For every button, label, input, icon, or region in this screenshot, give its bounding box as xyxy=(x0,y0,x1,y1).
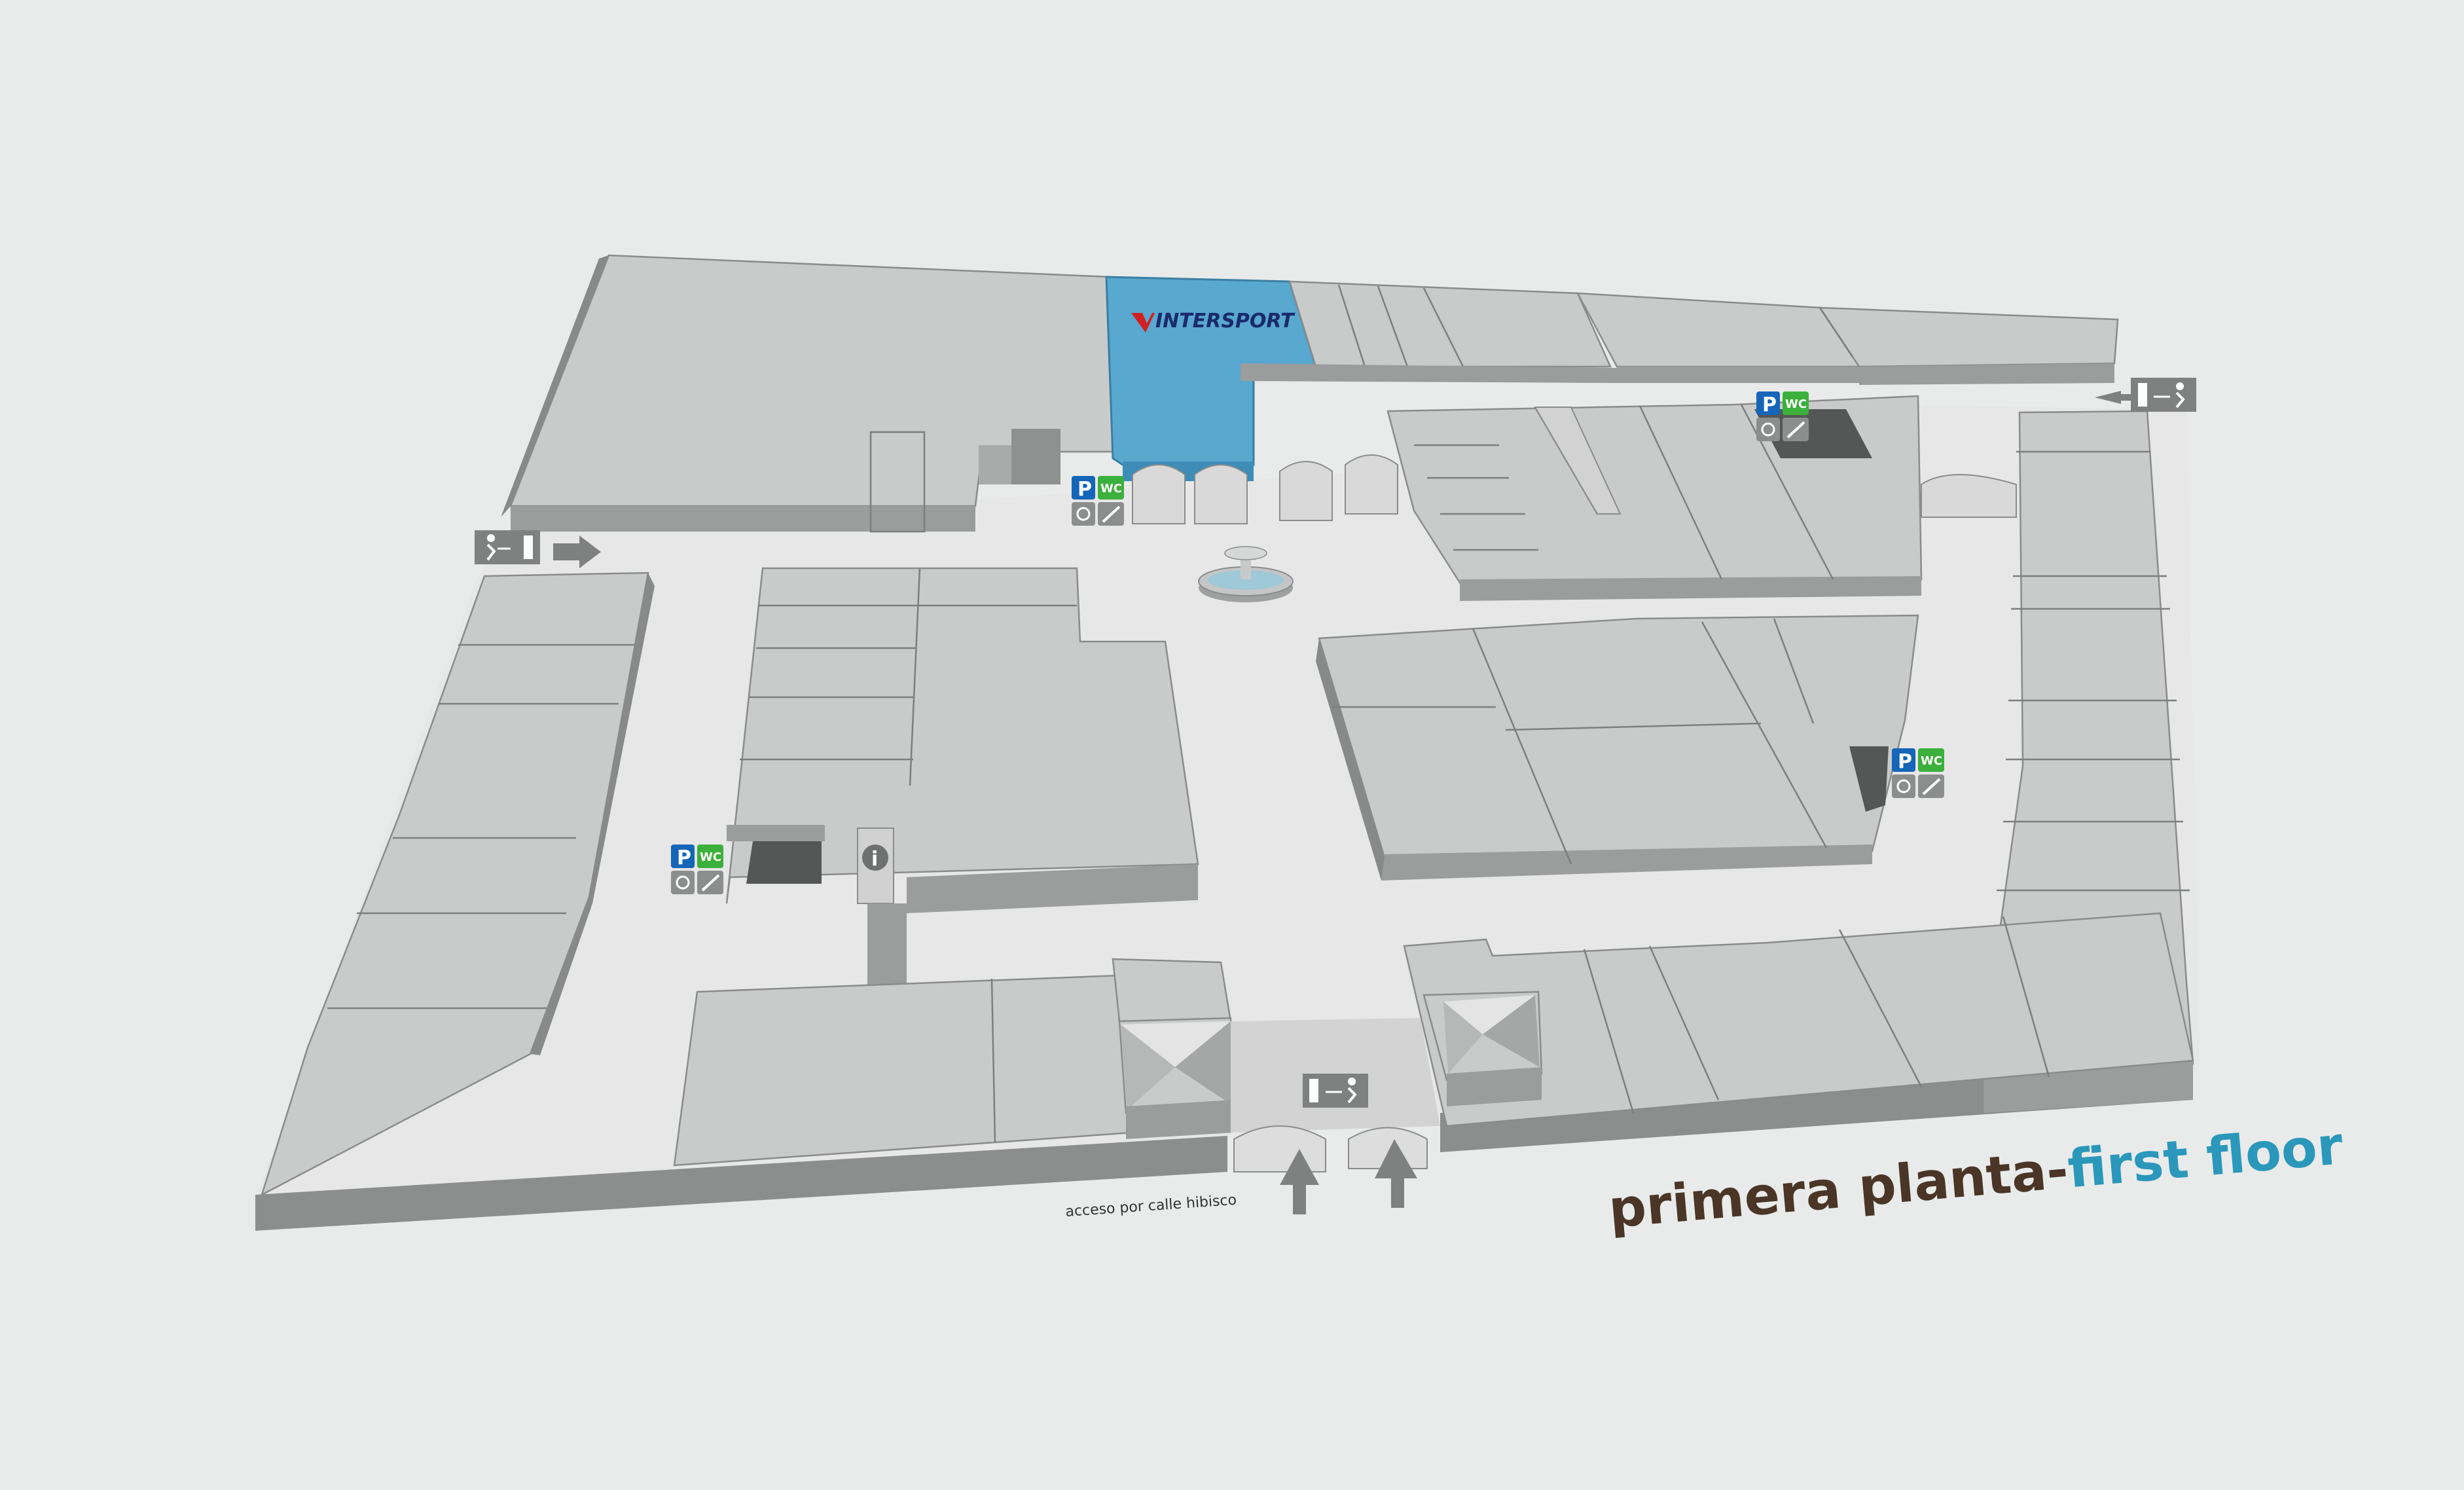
services-cluster-north-east[interactable]: P WC xyxy=(1756,391,1809,441)
block-west-strip xyxy=(260,572,655,1197)
svg-text:P: P xyxy=(677,846,691,869)
accessible-icon xyxy=(1072,502,1095,526)
services-cluster-east[interactable]: P WC xyxy=(1892,748,1944,798)
shops-north-row xyxy=(1241,280,2119,385)
arrow-icon xyxy=(1375,1139,1417,1208)
floor-title-en: first floor xyxy=(2065,1115,2346,1199)
access-label: acceso por calle hibisco xyxy=(1065,1192,1237,1220)
info-point-icon[interactable]: i xyxy=(862,845,888,871)
arrow-icon xyxy=(553,536,601,568)
wc-icon xyxy=(1783,391,1809,415)
block-center-east xyxy=(1316,614,1919,881)
fountain-icon xyxy=(1198,546,1294,602)
parking-icon xyxy=(1892,748,1915,772)
intersport-label: INTERSPORT xyxy=(1155,310,1295,333)
svg-text:WC: WC xyxy=(1100,482,1122,496)
svg-text:P: P xyxy=(1762,393,1777,416)
services-cluster-west[interactable]: P WC xyxy=(671,845,723,894)
svg-text:i: i xyxy=(871,848,878,871)
block-center-north-east xyxy=(1386,395,1923,601)
exit-south[interactable] xyxy=(1280,1074,1417,1214)
accessible-icon xyxy=(1892,774,1915,798)
services-cluster-north[interactable]: P WC xyxy=(1072,476,1124,526)
parking-icon xyxy=(671,845,695,868)
arcade-north xyxy=(1132,454,2017,524)
svg-text:WC: WC xyxy=(1921,754,1942,768)
parking-icon xyxy=(1072,476,1095,500)
block-center-west xyxy=(725,567,1199,989)
parking-icon xyxy=(1756,391,1780,415)
floor-title-es: primera planta- xyxy=(1606,1139,2071,1240)
wc-icon xyxy=(1098,476,1124,500)
svg-text:P: P xyxy=(1078,478,1092,501)
block-east-strip xyxy=(1982,410,2194,1113)
block-south-row xyxy=(673,912,2194,1167)
wc-icon xyxy=(697,845,723,868)
arrow-icon xyxy=(1280,1149,1319,1214)
svg-text:WC: WC xyxy=(700,850,721,864)
exit-north-east[interactable] xyxy=(2095,378,2196,412)
exit-west[interactable] xyxy=(475,530,601,568)
floor-title: primera planta-first floor xyxy=(1606,1115,2346,1240)
accessible-icon xyxy=(671,871,695,894)
svg-text:P: P xyxy=(1898,750,1912,773)
svg-text:WC: WC xyxy=(1785,397,1807,411)
arrow-icon xyxy=(2095,391,2137,404)
block-north-west xyxy=(501,254,1114,533)
accessible-icon xyxy=(1756,418,1780,441)
intersport-mark-icon xyxy=(1131,313,1155,333)
wc-icon xyxy=(1918,748,1944,772)
